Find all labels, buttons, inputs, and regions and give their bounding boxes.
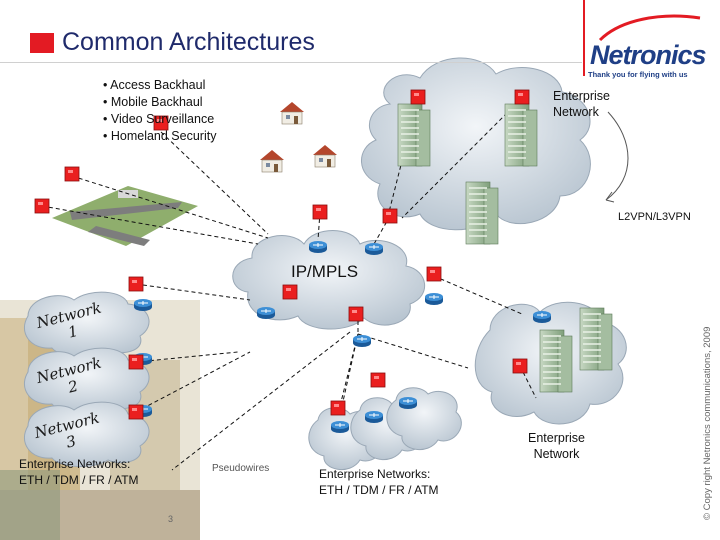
label-line: ETH / TDM / FR / ATM xyxy=(19,473,139,487)
page-number: 3 xyxy=(168,514,174,524)
list-item: Homeland Security xyxy=(103,128,217,145)
enterprise-network-label-top: Enterprise Network xyxy=(553,88,610,120)
enterprise-network-label-right: Enterprise Network xyxy=(528,430,585,462)
ipmpls-cloud xyxy=(232,230,426,330)
radio-links xyxy=(41,97,537,471)
label-line: Network xyxy=(553,105,599,119)
l2vpn-label: L2VPN/L3VPN xyxy=(618,211,691,223)
label-line: ETH / TDM / FR / ATM xyxy=(319,483,439,497)
title-divider xyxy=(0,62,582,63)
title-accent-square xyxy=(30,33,54,53)
enterprise-networks-label-center: Enterprise Networks: ETH / TDM / FR / AT… xyxy=(319,466,439,498)
pseudowires-label: Pseudowires xyxy=(212,463,270,474)
airport-icon xyxy=(52,186,198,246)
enterprise-networks-label-left: Enterprise Networks: ETH / TDM / FR / AT… xyxy=(19,456,139,488)
label-line: Enterprise Networks: xyxy=(319,467,431,481)
label-line: Enterprise xyxy=(553,89,610,103)
use-case-list: Access Backhaul Mobile Backhaul Video Su… xyxy=(103,77,216,145)
l2vpn-arrow xyxy=(605,111,629,201)
label-line: Enterprise Networks: xyxy=(19,457,131,471)
logo-swoosh xyxy=(583,0,701,76)
list-item: Access Backhaul xyxy=(103,77,216,94)
list-item: Video Surveillance xyxy=(103,111,216,128)
house-icon xyxy=(259,101,338,173)
list-item: Mobile Backhaul xyxy=(103,94,216,111)
copyright-notice: © Copy right Netronics communications, 2… xyxy=(702,326,713,520)
l2vpn-arrowhead xyxy=(605,191,615,203)
label-line: Network xyxy=(533,447,580,461)
network-cloud-1 xyxy=(23,291,150,357)
netronics-logo: Netronics xyxy=(590,40,707,70)
network-cloud-3 xyxy=(23,401,150,467)
network-cloud-2 xyxy=(23,347,150,413)
ipmpls-label: IP/MPLS xyxy=(291,262,359,281)
page-title: Common Architectures xyxy=(62,28,315,56)
label-line: Enterprise xyxy=(528,431,585,445)
logo-tagline: Thank you for flying with us xyxy=(588,70,688,79)
